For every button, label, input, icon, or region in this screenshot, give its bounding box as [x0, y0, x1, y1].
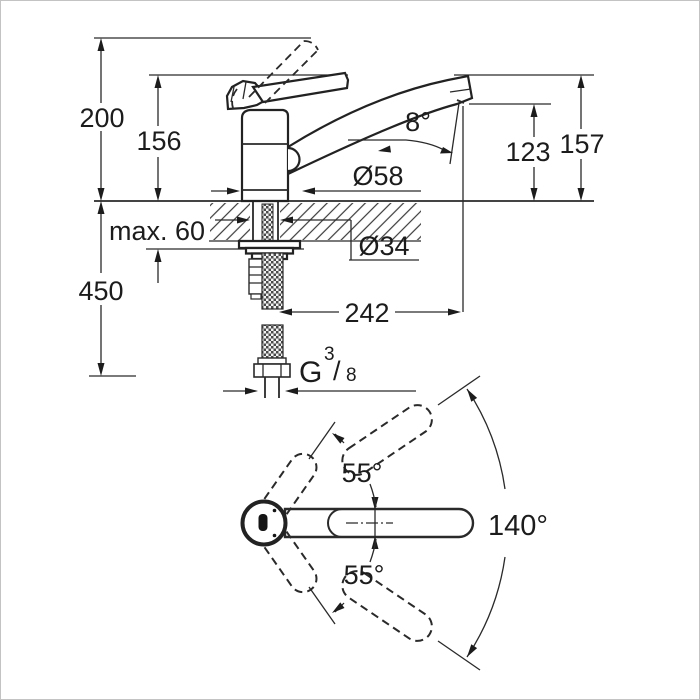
dim-height-lever-label: 156	[136, 126, 181, 156]
dim-hose-length-label: 450	[78, 276, 123, 306]
thread-prefix-label: G	[299, 356, 322, 389]
thread-numerator-label: 3	[324, 344, 335, 365]
dim-height-total-label: 200	[79, 103, 124, 133]
mounting-shank	[237, 202, 302, 398]
thread-denominator-label: 8	[346, 365, 357, 386]
callout-thread-size: G 3 / 8	[223, 344, 416, 395]
callout-shank-diameter: Ø34	[215, 216, 419, 261]
dim-spout-height-label: 157	[559, 129, 604, 159]
dimension-height-lever: 156	[136, 75, 182, 201]
dimension-hose-length: 450	[78, 201, 124, 376]
dim-spout-reach-label: 242	[344, 298, 389, 328]
dim-base-diameter-label: Ø58	[352, 161, 403, 191]
dim-shank-diameter-label: Ø34	[358, 231, 409, 261]
side-view: 200 156 157 123 450	[78, 37, 605, 398]
callout-max-thickness: max. 60	[109, 216, 205, 283]
lever-raised-dashed	[231, 40, 319, 112]
dim-outlet-height-label: 123	[505, 137, 550, 167]
dimension-swivel-upper: 55°	[332, 433, 382, 549]
thread-slash-label: /	[333, 356, 341, 386]
dimension-height-total: 200	[79, 38, 125, 201]
handle-dot	[258, 514, 268, 531]
dim-spout-angle-label: 8°	[405, 107, 431, 137]
callout-base-diameter: Ø58	[211, 161, 421, 195]
dim-swivel-lower-label: 55°	[344, 560, 385, 590]
dimension-spout-reach: 242	[279, 298, 461, 328]
dimension-swivel-lower: 55°	[332, 538, 385, 613]
swivel-extension-lines	[308, 375, 481, 671]
dim-swivel-upper-label: 55°	[342, 458, 383, 488]
connector-stud	[248, 258, 264, 300]
spout-joint-cap	[287, 146, 301, 173]
spout-top-view	[283, 507, 475, 539]
lever-handle	[225, 71, 350, 111]
dim-max-thickness-label: max. 60	[109, 216, 205, 246]
faucet-body	[240, 108, 301, 203]
faucet-spout	[286, 74, 474, 176]
dimension-spout-height: 157	[559, 75, 605, 201]
body-top-view	[240, 499, 288, 547]
dim-swivel-total-label: 140°	[488, 510, 548, 542]
callout-spout-angle: 8°	[348, 107, 453, 154]
plan-view: 55° 55° 140°	[240, 375, 548, 671]
flexible-hose	[261, 252, 284, 364]
hose-end-nut	[253, 357, 291, 398]
dimension-swivel-total: 140°	[466, 388, 548, 658]
dimension-outlet-height: 123	[505, 104, 551, 201]
